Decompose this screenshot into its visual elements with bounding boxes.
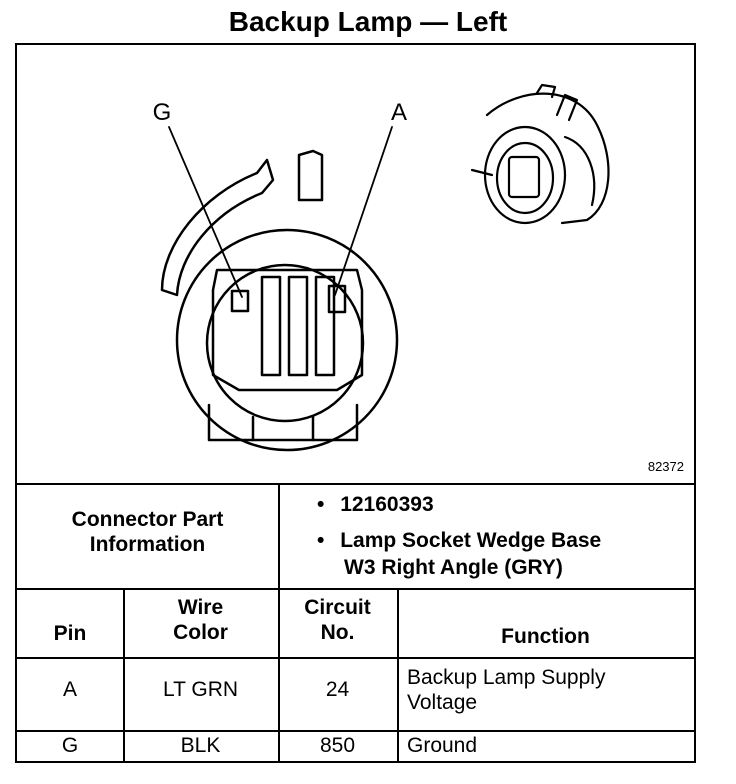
header-pin: Pin — [53, 622, 87, 645]
part-description-line: Lamp Socket Wedge Base — [340, 529, 602, 552]
header-line: Wire — [177, 596, 224, 619]
table-cell-wire-color: LT GRN — [162, 678, 239, 701]
column-divider — [397, 588, 399, 761]
part-number: 12160393 — [340, 493, 434, 516]
socket-perspective-drawing — [470, 83, 610, 225]
divider-line — [278, 483, 280, 588]
connector-face-drawing — [160, 126, 399, 452]
connector-info-heading-line: Connector Part — [71, 508, 224, 531]
connector-info-heading-line: Information — [89, 533, 206, 556]
page-title: Backup Lamp — Left — [228, 6, 508, 37]
function-line: Backup Lamp Supply — [407, 666, 606, 689]
header-wire-color: Wire Color — [123, 595, 278, 645]
header-line: Color — [173, 621, 228, 644]
pin-a-callout: A — [391, 99, 407, 126]
table-cell-function: Backup Lamp Supply Voltage — [407, 665, 692, 715]
part-number-item: • 12160393 — [317, 492, 434, 517]
bullet: • — [317, 493, 325, 516]
divider-line — [17, 483, 694, 485]
table-cell-wire-color: BLK — [180, 734, 221, 757]
figure-number: 82372 — [647, 459, 684, 474]
column-divider — [123, 588, 125, 761]
part-description-item: • Lamp Socket Wedge Base — [317, 528, 601, 553]
bullet: • — [317, 529, 325, 552]
divider-line — [17, 588, 694, 590]
table-cell-circuit: 24 — [325, 678, 350, 701]
divider-line — [17, 730, 694, 732]
pin-g-callout: G — [153, 99, 172, 126]
header-line: No. — [320, 621, 355, 644]
divider-line — [17, 657, 694, 659]
connector-sheet: G A 82372 Connector Part Information • 1… — [15, 43, 696, 763]
connector-diagram: G A — [153, 83, 610, 452]
table-cell-pin: A — [62, 678, 77, 701]
header-function: Function — [501, 625, 590, 648]
header-line: Circuit — [304, 596, 371, 619]
header-circuit-no: Circuit No. — [278, 595, 397, 645]
table-cell-circuit: 850 — [319, 734, 356, 757]
column-divider — [278, 588, 280, 761]
part-description-line: W3 Right Angle (GRY) — [344, 556, 563, 579]
table-cell-function: Ground — [407, 734, 478, 757]
function-line: Voltage — [407, 691, 478, 714]
table-cell-pin: G — [61, 734, 79, 757]
connector-info-heading: Connector Part Information — [17, 507, 278, 557]
